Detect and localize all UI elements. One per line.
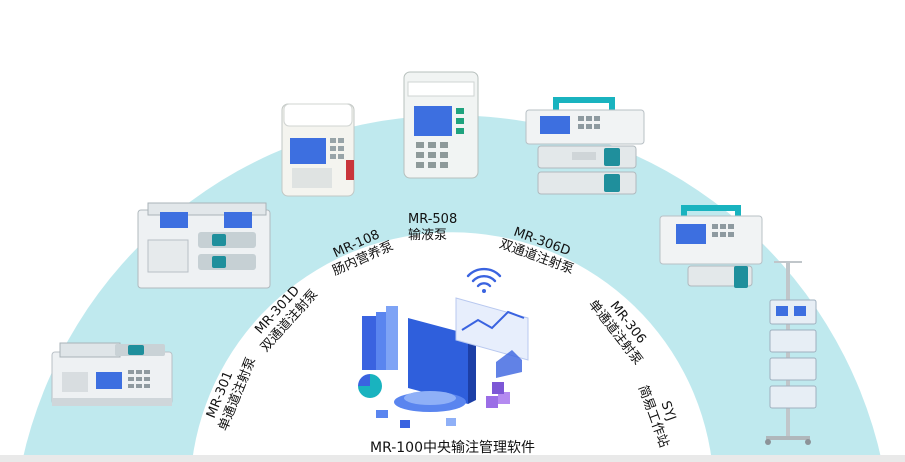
label-mr508: MR-508 输液泵	[408, 212, 478, 244]
device-mr301-image	[51, 342, 173, 406]
device-mr301d-image	[137, 202, 271, 289]
device-mr508-image	[403, 71, 479, 179]
center-software-title: MR-100中央输注管理软件	[369, 440, 535, 456]
label-mr508-model: MR-508	[408, 212, 458, 227]
wifi-icon	[466, 267, 502, 293]
software-illustration	[358, 267, 529, 428]
device-mr108-image	[281, 103, 355, 197]
label-mr508-desc: 输液泵	[408, 228, 448, 243]
bottom-band	[0, 455, 905, 462]
device-mr306-image	[659, 205, 763, 288]
device-syj-image	[765, 261, 817, 445]
device-mr306d-image	[525, 97, 645, 195]
